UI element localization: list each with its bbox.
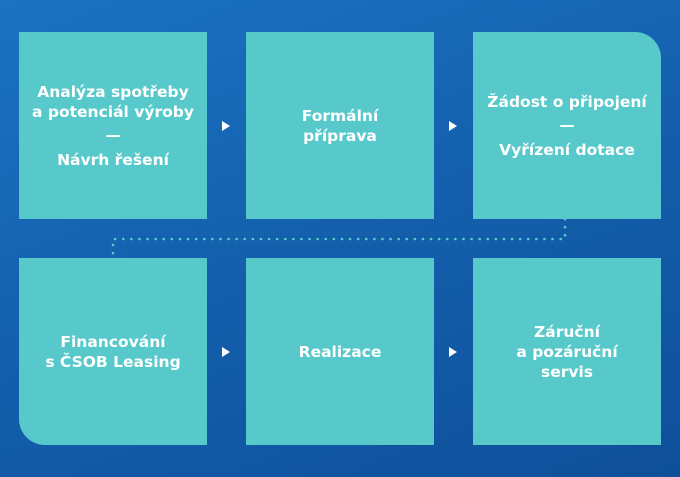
step-label: příprava <box>303 126 377 145</box>
step-label: Formální <box>301 106 379 125</box>
arrow-right-icon <box>449 347 457 357</box>
step-separator: — <box>105 125 121 144</box>
step-separator: — <box>559 115 575 134</box>
step-card-analyza: Analýza spotřeby a potenciál výroby — Ná… <box>19 32 207 219</box>
step-card-financovani: Financování s ČSOB Leasing <box>19 258 207 445</box>
step-label: a potenciál výroby <box>32 102 194 121</box>
step-label: Návrh řešení <box>57 150 169 169</box>
step-label: servis <box>540 362 594 381</box>
step-card-formalni-priprava: Formální příprava <box>246 32 434 219</box>
step-label: s ČSOB Leasing <box>45 352 181 371</box>
arrow-right-icon <box>222 347 230 357</box>
step-label: a pozáruční <box>516 342 618 361</box>
step-card-zadost: Žádost o připojení — Vyřízení dotace <box>473 32 661 219</box>
step-label: Vyřízení dotace <box>499 140 635 159</box>
step-label: Financování <box>60 332 166 351</box>
step-label: Realizace <box>298 342 382 361</box>
arrow-right-icon <box>222 121 230 131</box>
step-label: Žádost o připojení <box>487 92 647 111</box>
step-label: Analýza spotřeby <box>37 82 189 101</box>
step-card-realizace: Realizace <box>246 258 434 445</box>
arrow-right-icon <box>449 121 457 131</box>
step-card-servis: Záruční a pozáruční servis <box>473 258 661 445</box>
step-label: Záruční <box>534 322 600 341</box>
